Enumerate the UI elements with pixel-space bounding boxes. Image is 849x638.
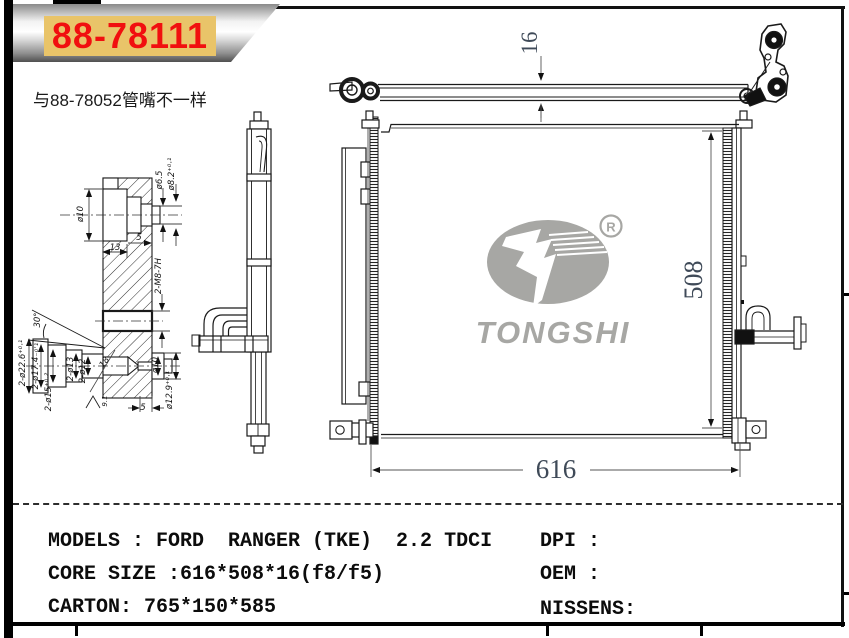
dim-height: 508	[679, 261, 708, 300]
dim-len5-top: 5	[136, 233, 141, 243]
brand-name: TONGSHI	[476, 315, 631, 350]
border-tick	[75, 626, 78, 636]
part-number: 88-78111	[51, 15, 209, 56]
dim-d12: 2-ø12	[78, 359, 88, 384]
dim-len13: 13	[110, 243, 121, 253]
sheet-border-bottom	[4, 622, 845, 626]
binder-mark	[53, 0, 101, 7]
dim-d10-top: ø10	[76, 206, 86, 223]
spec-core-size: CORE SIZE :616*508*16(f8/f5)	[48, 563, 385, 586]
sheet-border-left	[4, 0, 13, 638]
dim-d65: ø6.5	[155, 171, 165, 191]
dim-d226: 2-ø22.6⁺⁰·¹	[18, 340, 28, 387]
dim-d82: ø8.2⁺⁰·¹	[167, 158, 177, 192]
dim-width-group	[370, 443, 741, 477]
dim-d15: 2-ø15⁺⁰·²	[44, 372, 54, 411]
dim-d13: 2-ø13	[66, 357, 76, 382]
spec-nissens: NISSENS:	[540, 598, 637, 621]
front-view	[329, 110, 807, 451]
border-tick	[844, 592, 849, 595]
dim-width: 616	[536, 454, 577, 484]
brand-logo: R TONGSHI	[476, 214, 631, 350]
dim-thread: 2-M8-7H	[154, 257, 164, 294]
dim-height-group	[702, 130, 722, 429]
spec-carton: CARTON: 765*150*585	[48, 596, 277, 619]
dim-d129: ø12.9⁺⁰·¹	[165, 371, 175, 410]
sheet-border-top	[13, 6, 845, 9]
registered-mark-circle	[599, 214, 623, 238]
difference-note: 与88-78052管嘴不一样	[33, 91, 207, 110]
dim-d174: 2-ø17.4₋₀·₁	[31, 343, 41, 390]
spec-oem: OEM :	[540, 563, 601, 586]
spec-models: MODELS : FORD RANGER (TKE) 2.2 TDCI	[48, 530, 493, 553]
spec-dpi: DPI :	[540, 530, 601, 553]
dim-angle: 30°	[33, 312, 43, 327]
border-tick	[700, 626, 703, 636]
dim-finish: 9.1	[101, 395, 109, 406]
section-dimensions	[25, 184, 182, 412]
sheet-border-right	[841, 6, 844, 627]
section-divider	[13, 503, 843, 505]
dim-d10-bot: ø10	[151, 357, 161, 374]
logo-swoosh	[502, 229, 556, 307]
registered-mark: R	[606, 220, 616, 235]
plan-view	[329, 23, 789, 107]
part-number-banner: 88-78111	[13, 4, 280, 62]
part-number-plate: 88-78111	[44, 15, 216, 56]
side-view	[191, 111, 371, 454]
border-tick	[546, 626, 549, 636]
technical-drawing: ø10 ø6.5 ø8.2⁺⁰·¹ 13 5 2-M8-7H 30° 2-ø22…	[18, 23, 807, 484]
dim-len5-bot: 5	[140, 403, 145, 413]
section-labels: ø10 ø6.5 ø8.2⁺⁰·¹ 13 5 2-M8-7H 30° 2-ø22…	[18, 158, 177, 413]
border-tick	[844, 293, 849, 296]
dim-thickness: 16	[517, 32, 542, 55]
